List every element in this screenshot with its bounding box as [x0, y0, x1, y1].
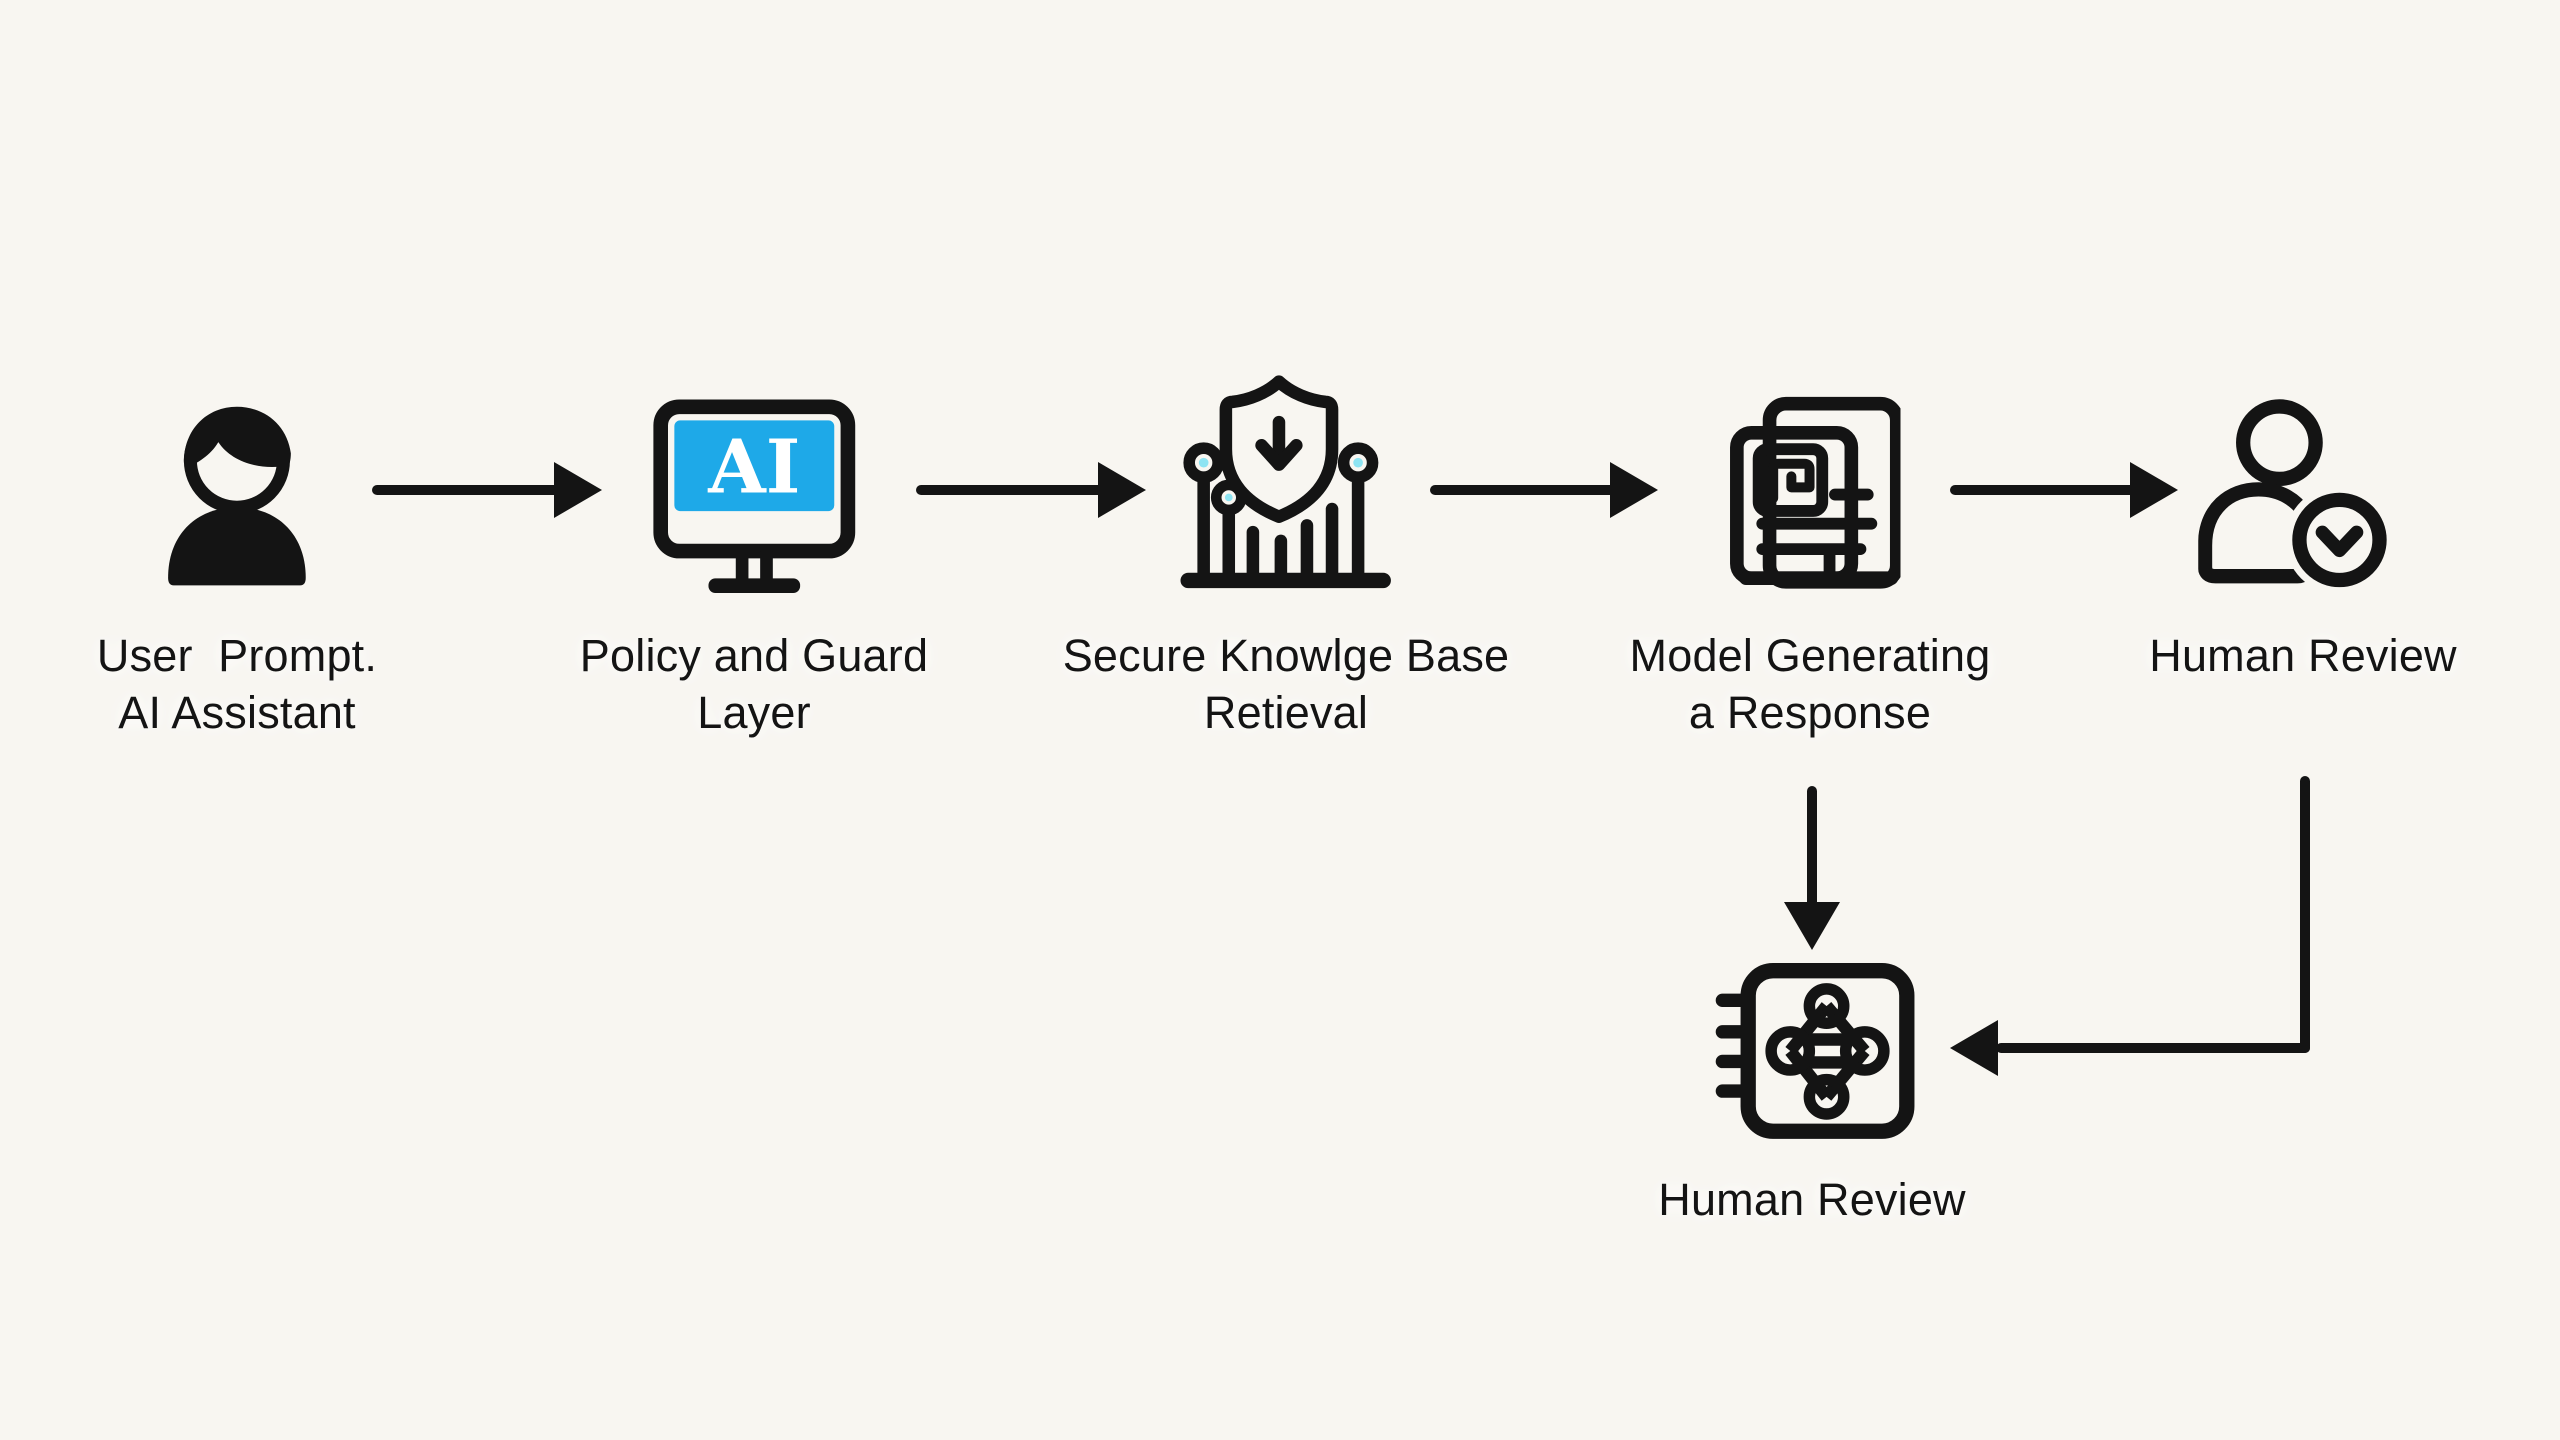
node-label-line: Retieval	[1203, 687, 1369, 738]
node-user-prompt: User Prompt. AI Assistant	[97, 388, 377, 741]
node-label: Human Review	[2149, 627, 2457, 684]
arrow-head	[1784, 902, 1840, 950]
chip-network-icon	[1715, 963, 1915, 1139]
arrow-knowledge-to-model	[1430, 462, 1658, 518]
node-label-line: Human Review	[1658, 1174, 1966, 1225]
node-label-line: Policy and Guard	[579, 630, 929, 681]
node-label: User Prompt. AI Assistant	[97, 627, 377, 741]
node-label: Policy and Guard Layer	[580, 627, 928, 741]
arrow-head	[1950, 1020, 1998, 1076]
node-label-line: Layer	[697, 687, 811, 738]
node-label-line: Human Review	[2149, 630, 2457, 681]
person-icon	[168, 406, 306, 586]
arrow-shaft-horizontal	[1996, 1043, 2310, 1053]
node-model-response: Model Generating a Response	[1630, 391, 1991, 741]
arrow-shaft	[916, 485, 1104, 495]
node-label-line: a Response	[1688, 687, 1932, 738]
shield-analytics-icon	[1180, 375, 1392, 589]
arrow-shaft	[372, 485, 560, 495]
person-check-icon	[2197, 399, 2394, 595]
arrow-shaft-vertical	[2300, 776, 2310, 1053]
arrow-user-to-policy	[372, 462, 602, 518]
arrow-model-to-review	[1950, 462, 2178, 518]
arrow-head	[554, 462, 602, 518]
arrow-shaft	[1807, 786, 1817, 908]
arrow-head	[2130, 462, 2178, 518]
node-label-line: Secure Knowlge Base	[1062, 630, 1510, 681]
node-secure-knowledge-base: Secure Knowlge Base Retieval	[1063, 366, 1510, 741]
arrow-policy-to-knowledge	[916, 462, 1146, 518]
node-label-line: AI Assistant	[118, 687, 356, 738]
arrow-down-glyph	[1255, 415, 1303, 471]
arrow-model-to-chip	[1784, 786, 1840, 950]
arrow-shaft	[1430, 485, 1616, 495]
node-policy-guard: AI Policy and Guard Layer	[580, 398, 928, 741]
node-label: Model Generating a Response	[1630, 627, 1991, 741]
node-human-review-top: Human Review	[2149, 395, 2457, 684]
node-label-line: Model Generating	[1629, 630, 1991, 681]
ai-monitor-icon: AI	[653, 399, 855, 593]
node-human-review-bottom: Human Review	[1658, 963, 1966, 1228]
node-label-line: User Prompt.	[96, 630, 378, 681]
node-label: Human Review	[1658, 1171, 1966, 1228]
arrow-head	[1610, 462, 1658, 518]
monitor-screen-text: AI	[707, 424, 800, 511]
arrow-head	[1098, 462, 1146, 518]
document-icon	[1730, 396, 1901, 589]
arrow-shaft	[1950, 485, 2136, 495]
node-label: Secure Knowlge Base Retieval	[1063, 627, 1510, 741]
check-chevron-glyph	[2315, 525, 2364, 558]
